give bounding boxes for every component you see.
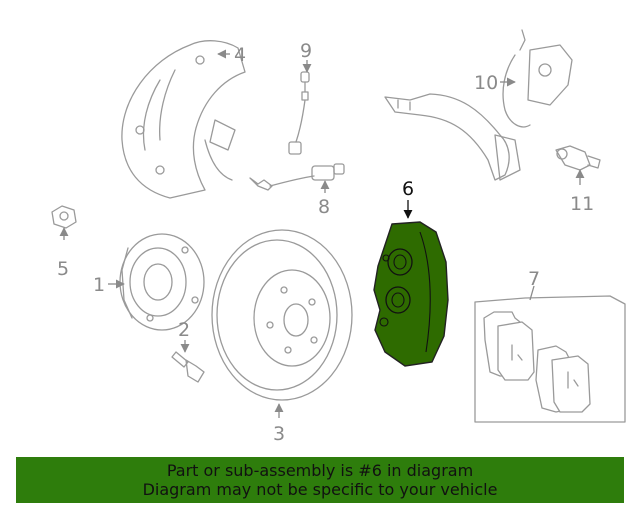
parts-diagram: 4 9 8 10 11 5 <box>51 29 626 445</box>
callout-4: 4 <box>234 44 246 66</box>
callout-6: 6 <box>402 178 414 200</box>
callout-9: 9 <box>300 40 312 62</box>
callout-8: 8 <box>318 196 330 218</box>
sensor-11-part[interactable] <box>555 145 601 171</box>
brake-rotor-part[interactable] <box>211 229 353 401</box>
callout-2: 2 <box>178 319 190 341</box>
leader-7 <box>529 285 535 301</box>
callout-10: 10 <box>474 72 498 94</box>
wear-sensor-9-part[interactable] <box>288 71 310 155</box>
callout-1: 1 <box>93 274 105 296</box>
callout-7: 7 <box>528 268 540 290</box>
banner-line-1: Part or sub-assembly is #6 in diagram <box>166 461 474 480</box>
info-banner: Part or sub-assembly is #6 in diagram Di… <box>16 457 624 503</box>
nut-5-part[interactable] <box>51 205 77 229</box>
callout-3: 3 <box>273 423 285 445</box>
banner-line-2: Diagram may not be specific to your vehi… <box>142 480 498 499</box>
brake-caliper-part[interactable] <box>373 221 449 367</box>
callout-5: 5 <box>57 258 69 280</box>
brake-pad-kit-part[interactable] <box>474 295 626 423</box>
splash-shield-part[interactable] <box>121 40 246 199</box>
wear-sensor-8-part[interactable] <box>249 163 345 191</box>
bracket-10-part[interactable] <box>384 29 573 181</box>
wheel-hub-part[interactable] <box>119 233 205 331</box>
bolt-2-part[interactable] <box>171 351 205 383</box>
callout-11: 11 <box>570 193 594 215</box>
